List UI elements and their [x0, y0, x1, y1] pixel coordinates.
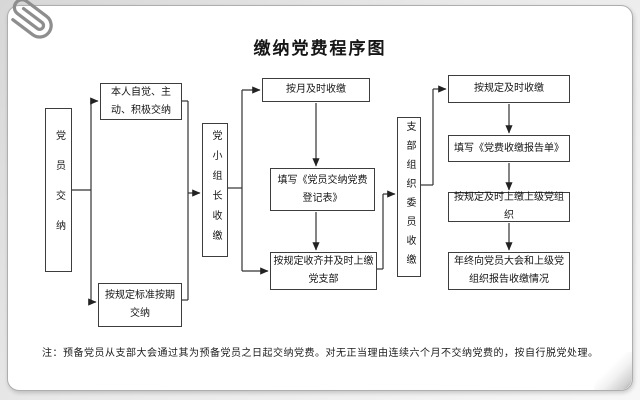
page-title: 缴纳党费程序图 [253, 39, 387, 58]
flow-node-pay-per-standard: 按规定标准按期交纳 [98, 283, 182, 327]
flow-node-party-member-pays: 党员交纳 [45, 108, 72, 272]
flow-node-group-leader-collects: 党小组长收缴 [202, 123, 228, 257]
flow-node-branch-committee-collects: 支部组织委员收缴 [397, 117, 421, 277]
flow-node-year-end-report: 年终向党员大会和上级党组织报告收缴情况 [448, 252, 570, 290]
flow-node-voluntary-active-pay: 本人自觉、主动、积极交纳 [100, 83, 182, 120]
flow-node-collect-monthly: 按月及时收缴 [262, 78, 370, 102]
flow-node-remit-to-higher-org: 按规定及时上缴上级党组织 [448, 192, 570, 222]
page-curl-decoration [594, 352, 632, 390]
paperclip-icon [11, 0, 53, 39]
flow-node-collect-per-rules: 按规定及时收缴 [448, 75, 570, 103]
footnote: 注：预备党员从支部大会通过其为预备党员之日起交纳党费。对无正当理由连续六个月不交… [42, 348, 599, 359]
flow-node-fill-dues-report-form: 填写《党费收缴报告单》 [448, 135, 570, 162]
flow-node-fill-member-dues-register: 填写《党员交纳党费登记表》 [270, 168, 375, 211]
flow-node-collect-fully-remit-branch: 按规定收齐并及时上缴党支部 [270, 252, 377, 290]
